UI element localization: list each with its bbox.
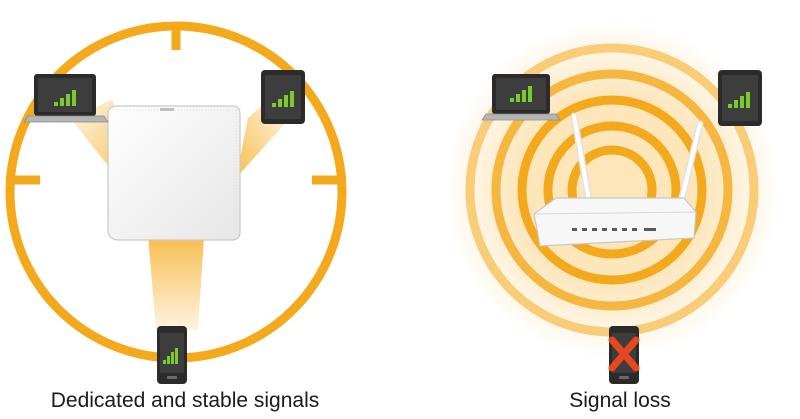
left-panel bbox=[6, 22, 346, 384]
laptop-icon bbox=[482, 74, 560, 120]
tablet-icon bbox=[261, 70, 305, 124]
beam-to-phone bbox=[148, 236, 204, 330]
access-point bbox=[108, 106, 240, 240]
smartphone-icon bbox=[157, 326, 187, 384]
right-caption: Signal loss bbox=[520, 389, 720, 413]
right-panel bbox=[444, 22, 780, 384]
laptop-icon bbox=[24, 74, 108, 122]
left-caption: Dedicated and stable signals bbox=[20, 389, 350, 413]
smartphone-icon bbox=[609, 326, 639, 384]
tablet-icon bbox=[718, 70, 762, 126]
